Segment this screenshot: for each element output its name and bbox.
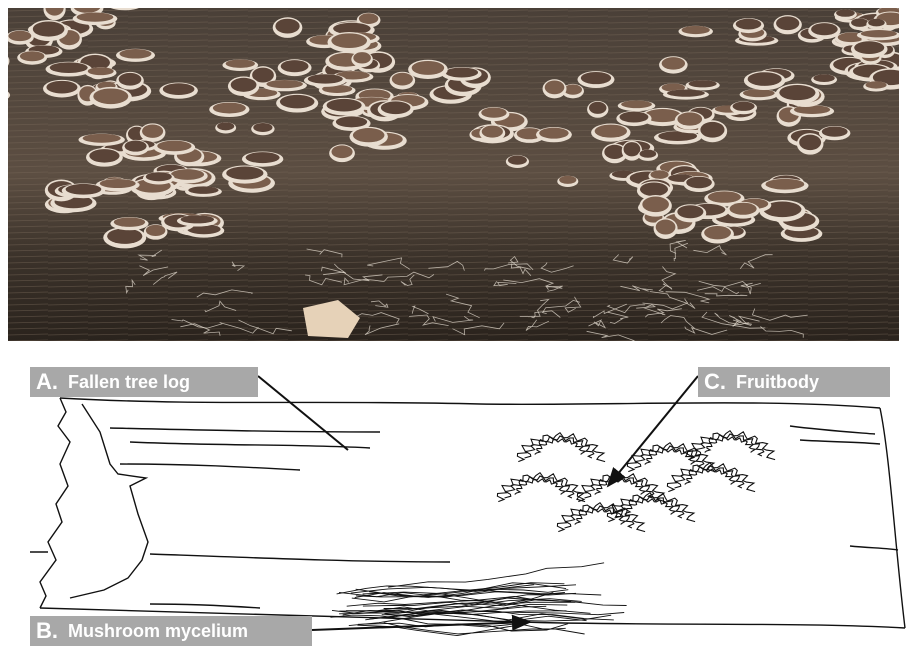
pointer-a (258, 376, 348, 450)
label-c-letter: C. (704, 369, 726, 395)
label-b: B. Mushroom mycelium (30, 616, 312, 646)
label-a: A. Fallen tree log (30, 367, 258, 397)
label-b-letter: B. (36, 618, 58, 644)
label-c-text: Fruitbody (736, 372, 819, 393)
log-outline (30, 398, 905, 628)
label-a-text: Fallen tree log (68, 372, 190, 393)
photo-fallen-log-with-fungi (8, 8, 899, 341)
fruitbody-sketch (497, 431, 775, 532)
label-c: C. Fruitbody (698, 367, 890, 397)
label-b-text: Mushroom mycelium (68, 621, 248, 642)
label-a-letter: A. (36, 369, 58, 395)
